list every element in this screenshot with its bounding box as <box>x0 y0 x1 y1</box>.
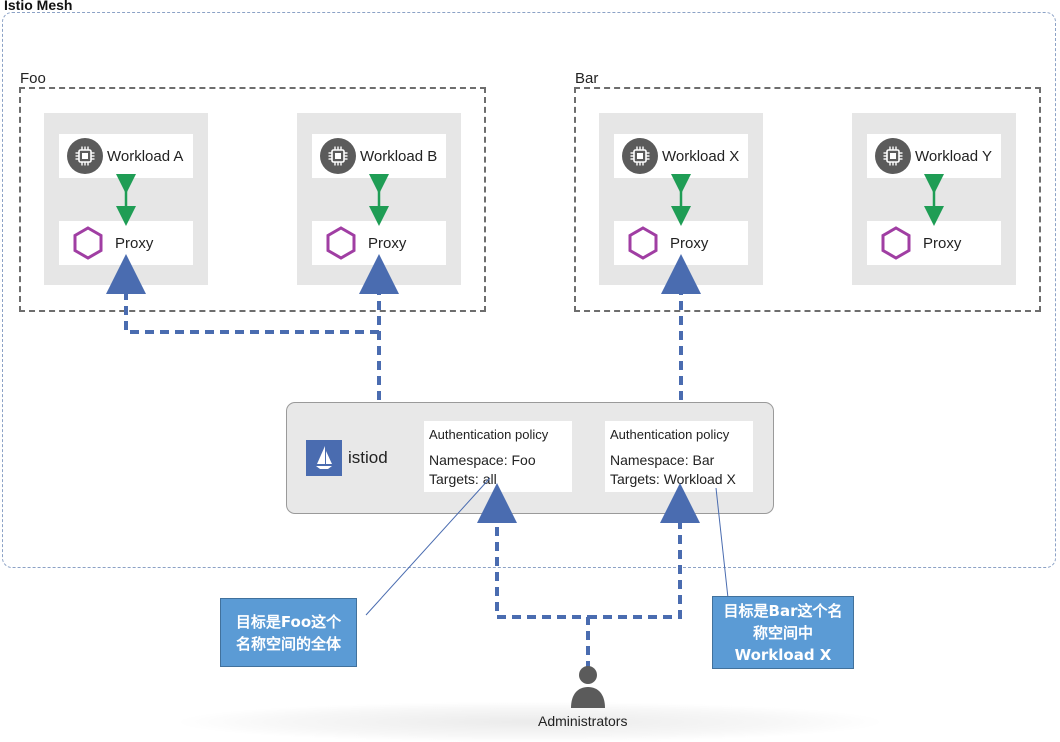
floor-shadow <box>180 702 880 742</box>
workload-label: Workload X <box>662 147 740 165</box>
proxy-label: Proxy <box>115 234 154 252</box>
proxy-label: Proxy <box>368 234 407 252</box>
callout-bar-line2: 称空间中 <box>752 623 813 642</box>
workload-card[interactable]: Workload A <box>59 134 193 178</box>
callout-foo-line1: 目标是Foo这个 <box>235 612 342 631</box>
proxy-label: Proxy <box>923 234 962 252</box>
policy-targets: Targets: all <box>429 471 497 487</box>
chip-icon <box>875 138 911 174</box>
hexagon-icon <box>879 225 913 261</box>
callout-foo-line2: 名称空间的全体 <box>235 634 341 653</box>
namespace-foo-label: Foo <box>20 70 46 87</box>
policy-card-foo[interactable]: Authentication policy Namespace: Foo Tar… <box>424 421 572 492</box>
proxy-card[interactable]: Proxy <box>614 221 748 265</box>
proxy-card[interactable]: Proxy <box>59 221 193 265</box>
callout-bar: 目标是Bar这个名 称空间中 Workload X <box>712 596 854 669</box>
workload-label: Workload B <box>360 147 438 165</box>
policy-title: Authentication policy <box>610 427 730 442</box>
chip-icon <box>67 138 103 174</box>
workload-label: Workload A <box>107 147 184 165</box>
proxy-card[interactable]: Proxy <box>312 221 446 265</box>
mesh-title: Istio Mesh <box>4 0 73 13</box>
policy-namespace: Namespace: Bar <box>610 452 715 468</box>
hexagon-icon <box>71 225 105 261</box>
proxy-label: Proxy <box>670 234 709 252</box>
proxy-card[interactable]: Proxy <box>867 221 1001 265</box>
policy-targets: Targets: Workload X <box>610 471 736 487</box>
policy-card-bar[interactable]: Authentication policy Namespace: Bar Tar… <box>605 421 753 492</box>
user-icon[interactable] <box>568 663 608 709</box>
istiod-label: istiod <box>348 448 388 467</box>
workload-card[interactable]: Workload B <box>312 134 446 178</box>
callout-foo: 目标是Foo这个 名称空间的全体 <box>220 598 357 667</box>
callout-bar-line3: Workload X <box>734 645 832 664</box>
policy-namespace: Namespace: Foo <box>429 452 536 468</box>
workload-card[interactable]: Workload Y <box>867 134 1001 178</box>
chip-icon <box>320 138 356 174</box>
hexagon-icon <box>324 225 358 261</box>
hexagon-icon <box>626 225 660 261</box>
namespace-bar <box>574 87 1041 312</box>
administrators-label: Administrators <box>538 713 628 729</box>
callout-bar-line1: 目标是Bar这个名 <box>723 601 843 620</box>
policy-title: Authentication policy <box>429 427 549 442</box>
workload-card[interactable]: Workload X <box>614 134 748 178</box>
istio-sail-icon <box>306 440 342 476</box>
chip-icon <box>622 138 658 174</box>
namespace-bar-label: Bar <box>575 70 599 87</box>
workload-label: Workload Y <box>915 147 992 165</box>
